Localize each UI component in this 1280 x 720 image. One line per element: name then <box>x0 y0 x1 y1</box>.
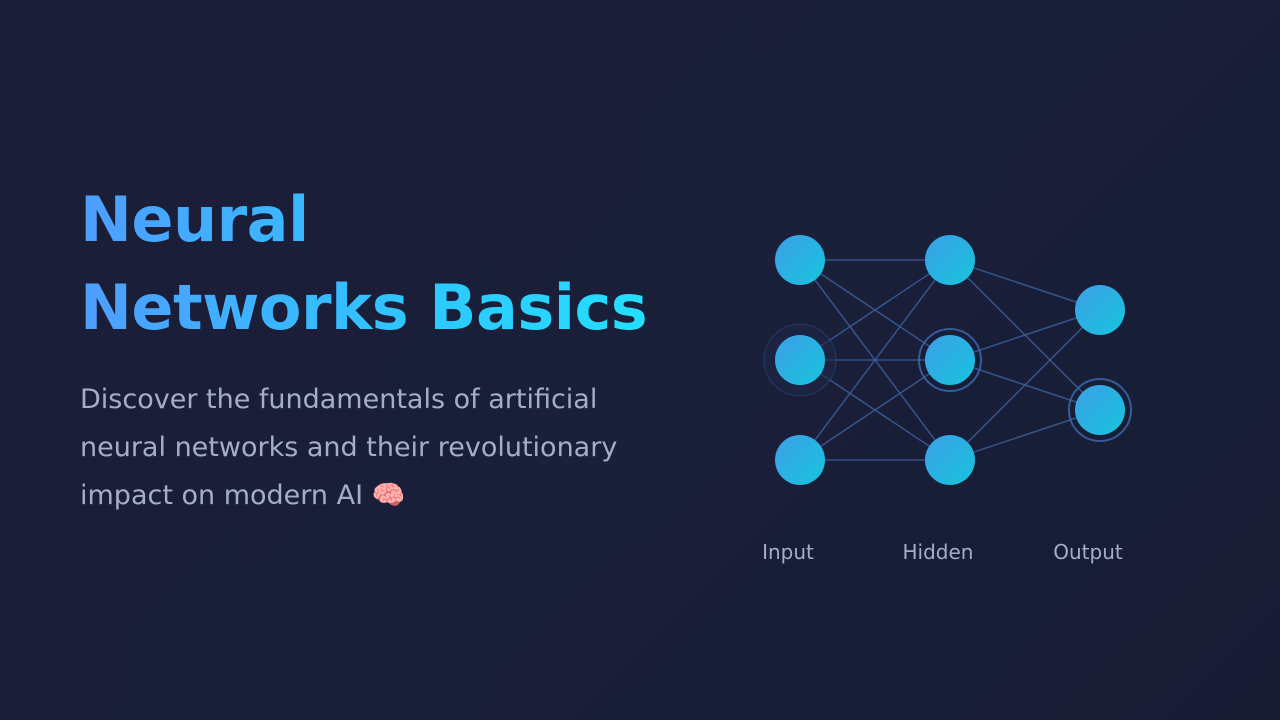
title-line-1: Neural <box>80 183 309 256</box>
node-ring-1-1 <box>918 328 982 392</box>
layer-labels: Input Hidden Output <box>762 540 1123 564</box>
layer-label-output: Output <box>1053 540 1123 564</box>
node-input-2 <box>775 435 825 485</box>
brain-icon: 🧠 <box>371 480 406 511</box>
title-line-2: Networks Basics <box>80 271 648 344</box>
layer-label-input: Input <box>762 540 814 564</box>
node-input-0 <box>775 235 825 285</box>
node-output-0 <box>1075 285 1125 335</box>
neural-network-diagram: Input Hidden Output <box>762 235 1132 564</box>
edge-1-0-0 <box>949 259 1101 311</box>
page-title: Neural Networks Basics <box>80 176 680 352</box>
subtitle-text: Discover the fundamentals of artificial … <box>80 384 618 511</box>
layer-label-hidden: Hidden <box>903 540 974 564</box>
node-hidden-2 <box>925 435 975 485</box>
edge-1-2-0 <box>949 309 1101 461</box>
node-input-1 <box>775 335 825 385</box>
node-ring-2-1 <box>1068 378 1132 442</box>
node-hidden-0 <box>925 235 975 285</box>
edge-0-2-1 <box>799 359 951 461</box>
node-hidden-1 <box>925 335 975 385</box>
edge-1-1-0 <box>949 309 1101 361</box>
network-nodes <box>763 235 1132 485</box>
hero-text: Neural Networks Basics Discover the fund… <box>80 176 680 520</box>
edge-0-2-0 <box>799 259 951 461</box>
node-output-1 <box>1075 385 1125 435</box>
subtitle: Discover the fundamentals of artificial … <box>80 376 660 520</box>
edge-1-2-1 <box>949 409 1101 461</box>
